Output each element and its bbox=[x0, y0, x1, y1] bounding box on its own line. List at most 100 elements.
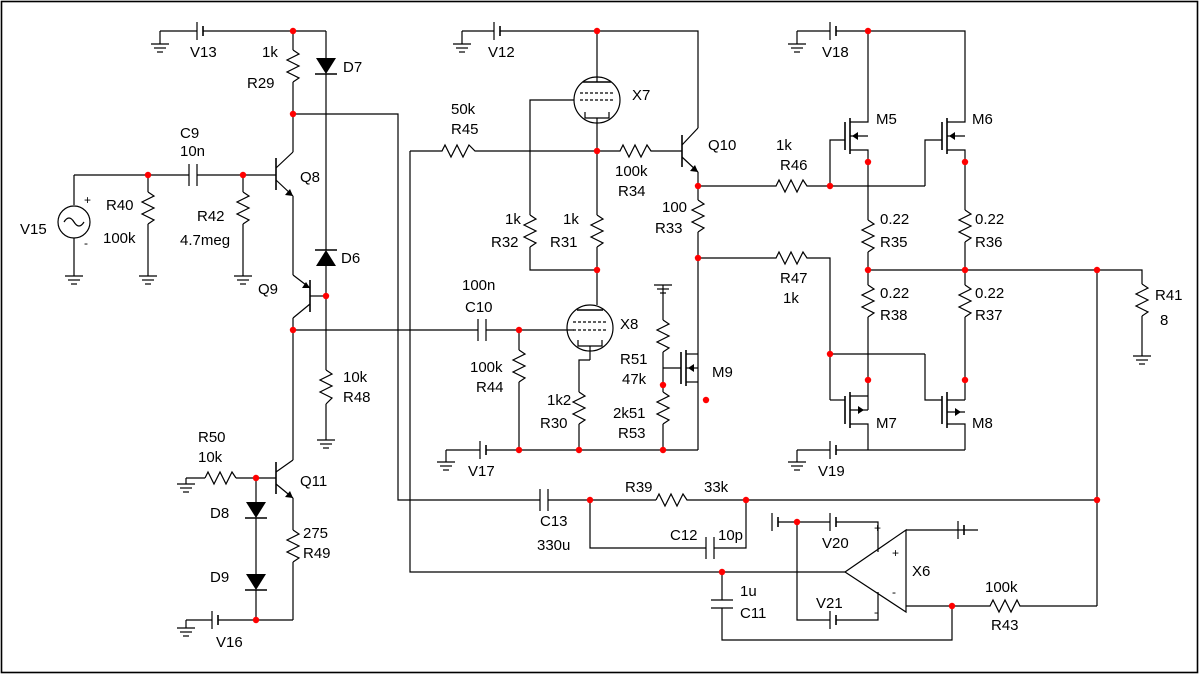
q11-transistor bbox=[275, 459, 294, 530]
label-r50-value: 10k bbox=[198, 449, 223, 466]
junction-dot bbox=[826, 182, 834, 190]
junction-dot bbox=[702, 396, 710, 404]
junction-dot bbox=[718, 568, 726, 576]
r30-resistor bbox=[571, 391, 587, 450]
label-r42: R42 bbox=[197, 208, 225, 225]
label-r34: R34 bbox=[618, 183, 646, 200]
junction-dot bbox=[793, 518, 801, 526]
m7-mosfet bbox=[830, 392, 869, 450]
label-x7: X7 bbox=[632, 87, 650, 104]
c13-capacitor bbox=[539, 489, 656, 511]
label-v15-plus: + bbox=[84, 193, 91, 207]
label-r29: R29 bbox=[247, 75, 275, 92]
r37-resistor bbox=[957, 284, 973, 400]
label-m5: M5 bbox=[876, 111, 897, 128]
r42-resistor bbox=[233, 175, 253, 285]
label-r30-value: 1k2 bbox=[547, 392, 571, 409]
m5-mosfet bbox=[829, 110, 869, 200]
label-v19: V19 bbox=[818, 463, 845, 480]
label-v21: V21 bbox=[816, 595, 843, 612]
r47-resistor bbox=[698, 250, 831, 400]
label-r45: R45 bbox=[451, 121, 479, 138]
r48-resistor bbox=[316, 369, 336, 449]
junction-dot bbox=[1093, 496, 1101, 504]
label-r31: R31 bbox=[550, 234, 578, 251]
label-r41-value: 8 bbox=[1160, 312, 1168, 329]
junction-dot bbox=[322, 292, 330, 300]
label-r43-value: 100k bbox=[985, 579, 1018, 596]
v20-source bbox=[771, 513, 978, 539]
label-v20-plus: + bbox=[874, 521, 881, 535]
label-v20: V20 bbox=[822, 535, 849, 552]
junction-dot bbox=[586, 496, 594, 504]
x8-tube bbox=[566, 304, 614, 392]
r29-resistor bbox=[285, 31, 301, 114]
label-c11-value: 1u bbox=[740, 583, 757, 600]
label-v18: V18 bbox=[822, 44, 849, 61]
label-r45-value: 50k bbox=[451, 101, 476, 118]
r46-resistor bbox=[698, 178, 925, 194]
junction-dot bbox=[593, 266, 601, 274]
junction-dot bbox=[961, 376, 969, 384]
label-m8: M8 bbox=[972, 415, 993, 432]
label-x6-plus: + bbox=[892, 546, 899, 560]
label-v17: V17 bbox=[468, 463, 495, 480]
junction-dot bbox=[289, 110, 297, 118]
junction-dot bbox=[593, 27, 601, 35]
label-r49-value: 275 bbox=[303, 525, 328, 542]
junction-dot bbox=[659, 446, 667, 454]
junction-dot bbox=[864, 27, 872, 35]
label-r46-value: 1k bbox=[776, 137, 792, 154]
m9-mosfet bbox=[663, 350, 698, 386]
label-m7: M7 bbox=[876, 415, 897, 432]
r51-resistor bbox=[653, 284, 673, 385]
label-r36: R36 bbox=[975, 234, 1003, 251]
junction-dot bbox=[826, 350, 834, 358]
junction-dot bbox=[252, 616, 260, 624]
label-r41: R41 bbox=[1155, 287, 1183, 304]
junction-dot bbox=[961, 158, 969, 166]
x6-opamp bbox=[843, 528, 907, 614]
junction-dot bbox=[593, 147, 601, 155]
label-r53: R53 bbox=[618, 425, 646, 442]
labels: V13 1k R29 D7 C9 10n Q8 R40 100k R42 4.7… bbox=[20, 44, 1183, 651]
label-r33-value: 100 bbox=[662, 199, 687, 216]
r34-resistor bbox=[597, 143, 682, 159]
c10-capacitor bbox=[477, 319, 574, 341]
r49-resistor bbox=[285, 529, 301, 620]
label-d6: D6 bbox=[341, 250, 360, 267]
label-r44: R44 bbox=[476, 379, 504, 396]
label-r40-value: 100k bbox=[103, 230, 136, 247]
r45-resistor bbox=[409, 143, 722, 573]
label-r40: R40 bbox=[106, 197, 134, 214]
d9-diode bbox=[245, 574, 267, 620]
label-r36-value: 0.22 bbox=[975, 211, 1004, 228]
c11-capacitor bbox=[711, 572, 953, 641]
label-x8: X8 bbox=[620, 316, 638, 333]
label-v16: V16 bbox=[216, 634, 243, 651]
m8-mosfet bbox=[924, 354, 966, 450]
label-q8: Q8 bbox=[300, 169, 320, 186]
m6-mosfet bbox=[924, 110, 966, 210]
label-x6: X6 bbox=[912, 563, 930, 580]
label-d7: D7 bbox=[343, 59, 362, 76]
label-r47: R47 bbox=[780, 270, 808, 287]
label-r34-value: 100k bbox=[615, 163, 648, 180]
junction-dot bbox=[289, 326, 297, 334]
r50-resistor bbox=[176, 470, 276, 493]
junction-dot bbox=[239, 171, 247, 179]
junction-dot bbox=[575, 446, 583, 454]
r36-resistor bbox=[957, 209, 973, 285]
label-q9: Q9 bbox=[258, 281, 278, 298]
x7-tube bbox=[529, 31, 621, 215]
label-r44-value: 100k bbox=[470, 359, 503, 376]
label-m6: M6 bbox=[972, 111, 993, 128]
junction-dot bbox=[1093, 266, 1101, 274]
label-m9: M9 bbox=[712, 364, 733, 381]
label-r50: R50 bbox=[198, 429, 226, 446]
junction-dot bbox=[144, 171, 152, 179]
label-c13: C13 bbox=[540, 513, 568, 530]
label-c12-value: 10p bbox=[718, 527, 743, 544]
